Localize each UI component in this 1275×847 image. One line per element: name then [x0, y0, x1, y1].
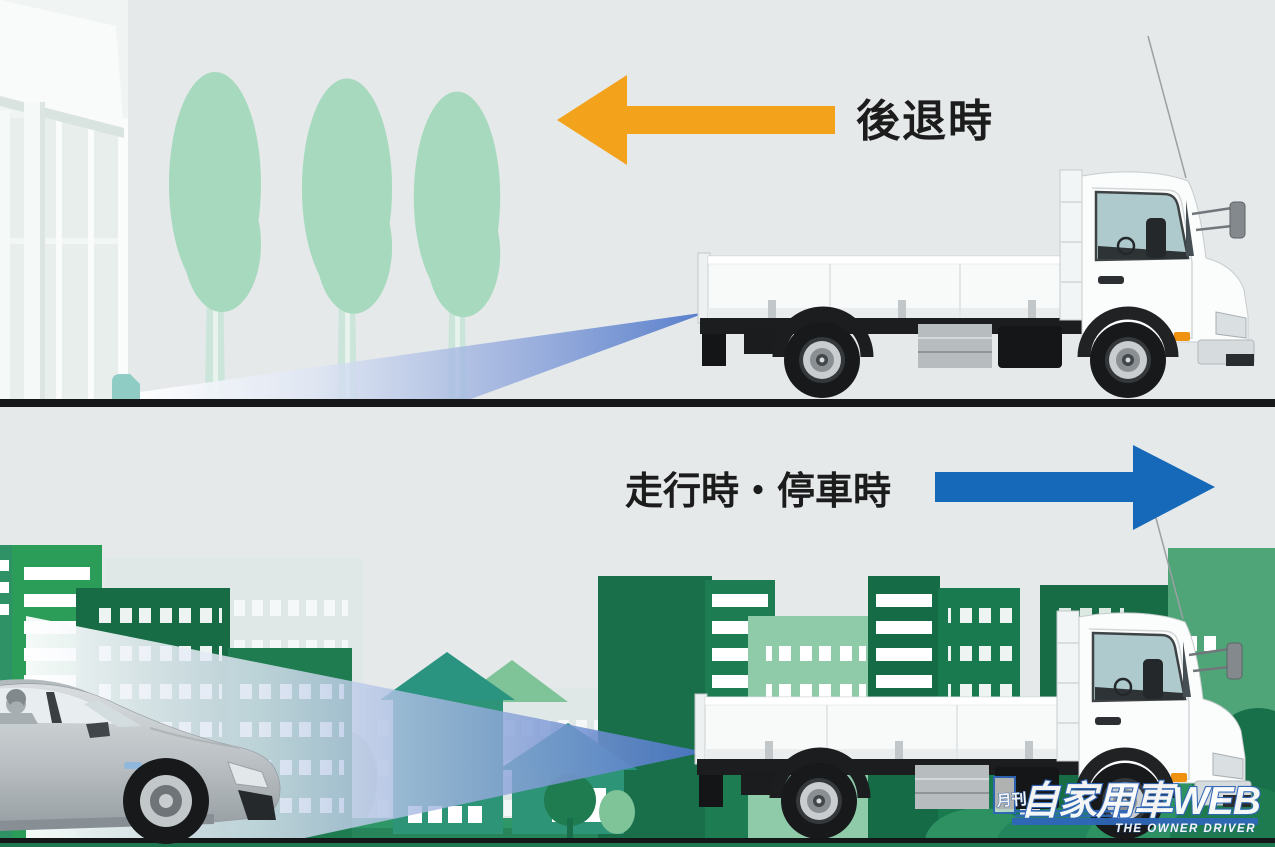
camera-beam-top	[140, 312, 708, 400]
passenger-car	[0, 679, 281, 844]
house-roof-teal	[380, 652, 515, 700]
column	[24, 102, 42, 400]
car-mirror	[86, 722, 110, 738]
bottom-panel: 走行時・停車時 月刊 自家用車WEB THE OWNER DRIVER	[0, 407, 1275, 847]
watermark-logo: 月刊 自家用車WEB THE OWNER DRIVER	[993, 776, 1262, 835]
hybrid-badge	[124, 762, 142, 769]
watermark-prefix-box	[993, 776, 1016, 814]
watermark-title: 自家用車WEB	[1020, 780, 1260, 823]
ground-line-bottom	[0, 838, 1275, 843]
car-front-wheel	[123, 758, 209, 844]
car-headlight	[227, 761, 269, 789]
reverse-label: 後退時	[856, 97, 994, 146]
watermark-bar	[1012, 818, 1258, 825]
watermark-subtitle: THE OWNER DRIVER	[1115, 823, 1256, 835]
ground-line-top	[0, 399, 1275, 407]
car-grille	[238, 790, 276, 820]
watermark-prefix: 月刊	[995, 791, 1027, 810]
shrub	[112, 374, 140, 400]
b-pillar	[46, 692, 62, 723]
office-building	[0, 0, 128, 400]
driving-arrow	[935, 445, 1215, 530]
top-panel: 後退時	[0, 0, 1275, 407]
driving-label: 走行時・停車時	[625, 471, 891, 513]
driver-silhouette	[0, 688, 38, 724]
reverse-arrow	[557, 75, 835, 165]
